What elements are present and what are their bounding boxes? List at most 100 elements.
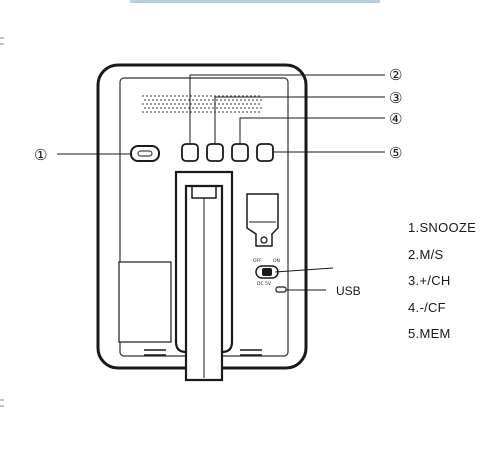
- grille-dot: [158, 95, 160, 97]
- grille-dot: [208, 99, 210, 101]
- grille-dot: [244, 107, 246, 109]
- grille-dot: [216, 107, 218, 109]
- legend-item-snooze: 1.SNOOZE: [408, 220, 477, 235]
- battery-door: [118, 261, 172, 343]
- grille-dot: [168, 99, 170, 101]
- grille-dot: [146, 95, 148, 97]
- grille-dot: [248, 107, 250, 109]
- wall-hook: [246, 193, 279, 247]
- grille-dot: [246, 95, 248, 97]
- grille-dot: [224, 99, 226, 101]
- grille-dot: [200, 99, 202, 101]
- grille-dot: [258, 111, 260, 113]
- grille-dot: [230, 95, 232, 97]
- grille-dot: [150, 111, 152, 113]
- grille-dot: [208, 107, 210, 109]
- grille-dot: [170, 95, 172, 97]
- grille-dot: [214, 95, 216, 97]
- grille-dot: [224, 107, 226, 109]
- grille-dot: [192, 107, 194, 109]
- grille-dot: [186, 103, 188, 105]
- grille-dot: [150, 95, 152, 97]
- minus-cf-button[interactable]: [231, 143, 249, 162]
- grille-dot: [232, 107, 234, 109]
- grille-dot: [252, 99, 254, 101]
- grille-dot: [178, 111, 180, 113]
- callout-3: ③: [389, 89, 402, 107]
- grille-dot: [198, 103, 200, 105]
- grille-dot: [202, 111, 204, 113]
- grille-dot: [156, 107, 158, 109]
- grille-dot: [190, 95, 192, 97]
- grille-dot: [176, 99, 178, 101]
- grille-dot: [188, 107, 190, 109]
- grille-dot: [228, 99, 230, 101]
- feet: [144, 349, 262, 356]
- grille-dot: [248, 99, 250, 101]
- usb-label: USB: [336, 284, 361, 298]
- grille-dot: [218, 103, 220, 105]
- legend-item-ms: 2.M/S: [408, 246, 444, 262]
- grille-dot: [174, 103, 176, 105]
- grille-dot: [168, 107, 170, 109]
- grille-dot: [210, 111, 212, 113]
- grille-dot: [190, 103, 192, 105]
- legend-item-mem: 5.MEM: [408, 326, 451, 341]
- grille-dot: [238, 103, 240, 105]
- callout-2: ②: [389, 66, 402, 84]
- grille-dot: [254, 95, 256, 97]
- wall-hook-hole: [260, 236, 268, 244]
- grille-dot: [174, 95, 176, 97]
- grille-dot: [186, 111, 188, 113]
- grille-dot: [170, 111, 172, 113]
- grille-dot: [256, 107, 258, 109]
- grille-dot: [252, 107, 254, 109]
- grille-dot: [246, 103, 248, 105]
- grille-dot: [258, 95, 260, 97]
- grille-dot: [166, 95, 168, 97]
- legend-item-minus-cf: 4.-/CF: [408, 299, 446, 315]
- grille-dot: [260, 99, 262, 101]
- snooze-button-inner: [137, 150, 153, 157]
- grille-dot: [246, 111, 248, 113]
- mem-button[interactable]: [256, 143, 274, 162]
- grille-dot: [182, 95, 184, 97]
- grille-dot: [258, 103, 260, 105]
- grille-dot: [142, 111, 144, 113]
- snooze-button[interactable]: [130, 145, 160, 162]
- callout-5: ⑤: [389, 144, 402, 162]
- grille-dot: [182, 103, 184, 105]
- grille-dot: [184, 107, 186, 109]
- grille-dot: [186, 95, 188, 97]
- ms-button[interactable]: [181, 143, 199, 162]
- grille-dot: [188, 99, 190, 101]
- grille-dot: [164, 99, 166, 101]
- grille-dot: [176, 107, 178, 109]
- grille-dot: [146, 111, 148, 113]
- grille-dot: [184, 99, 186, 101]
- grille-dot: [148, 99, 150, 101]
- grille-dot: [180, 99, 182, 101]
- grille-dot: [206, 95, 208, 97]
- switch-on-label: ON: [273, 258, 280, 264]
- edge-marks: [0, 37, 4, 407]
- grille-dot: [206, 103, 208, 105]
- grille-dot: [170, 103, 172, 105]
- grille-dot: [218, 95, 220, 97]
- button-legend: 1.SNOOZE 2.M/S 3.+/CH 4.-/CF 5.MEM: [408, 220, 498, 353]
- usb-port[interactable]: [275, 286, 287, 293]
- grille-dot: [228, 107, 230, 109]
- grille-dot: [234, 95, 236, 97]
- grille-dot: [250, 103, 252, 105]
- callout-4: ④: [389, 110, 402, 128]
- grille-dot: [236, 107, 238, 109]
- grille-dot: [152, 107, 154, 109]
- speaker-grille: [142, 95, 262, 113]
- cropped-heading-remnant: [130, 0, 380, 3]
- grille-dot: [166, 111, 168, 113]
- grille-dot: [160, 99, 162, 101]
- grille-dot: [154, 95, 156, 97]
- plus-ch-button[interactable]: [206, 143, 224, 162]
- grille-dot: [242, 103, 244, 105]
